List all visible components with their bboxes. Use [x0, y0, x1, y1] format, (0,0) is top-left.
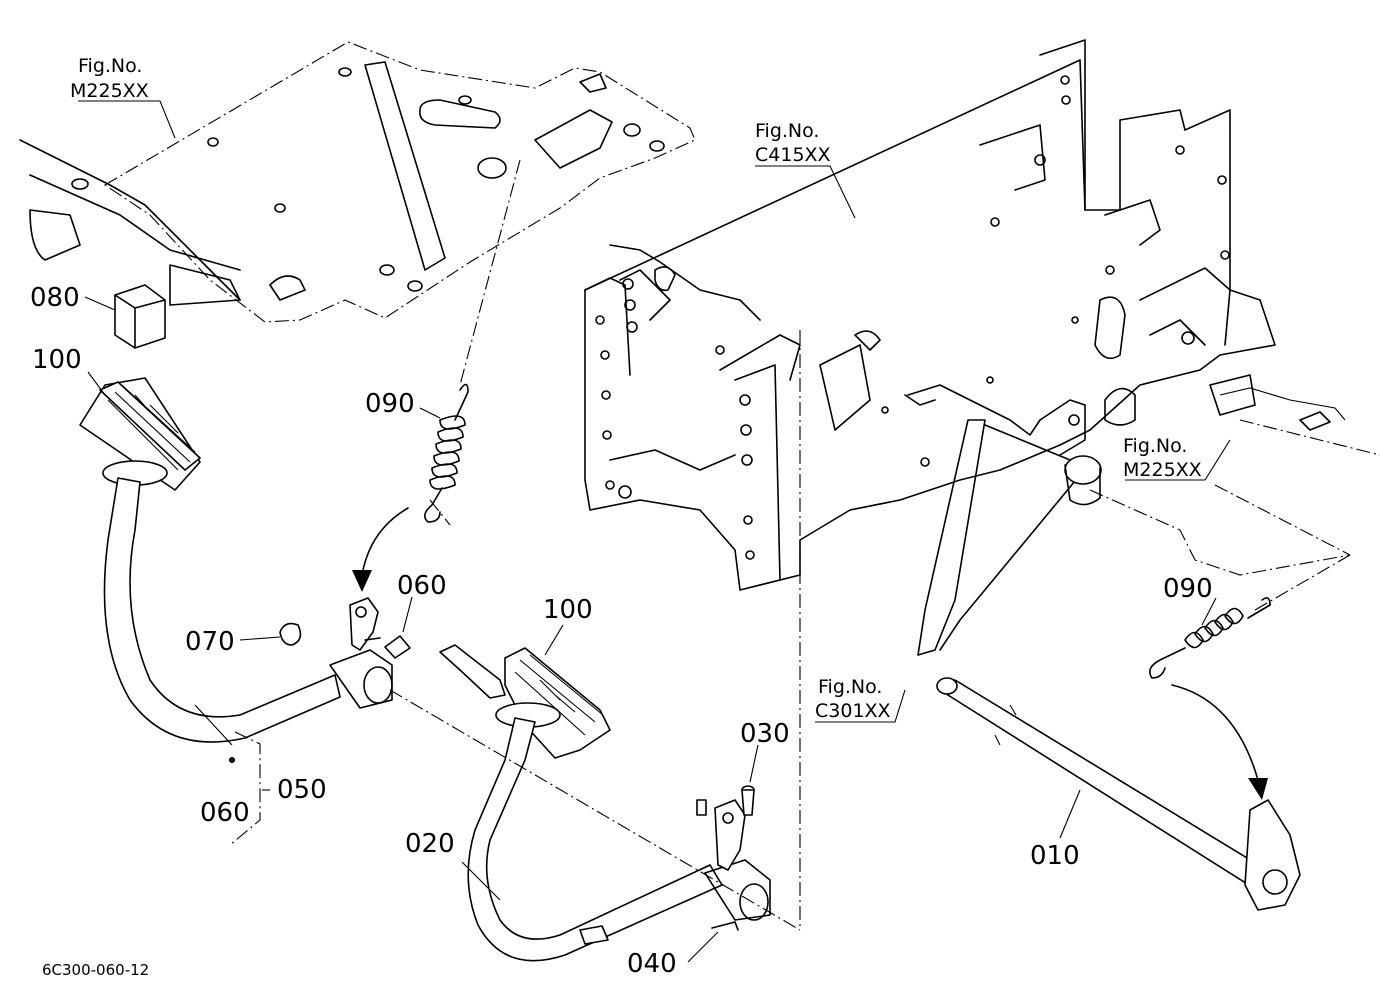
fig-ref-bottom-line1: Fig.No.	[818, 676, 882, 698]
callout-090-left: 090	[365, 389, 415, 419]
callout-090-right: 090	[1163, 574, 1213, 604]
callout-060-lower: 060	[200, 798, 250, 828]
fig-ref-top-left-line1: Fig.No.	[78, 55, 142, 77]
callout-labels: 080 100 090 060 070 060 050 100 030 020 …	[30, 283, 1213, 979]
drawing-number: 6C300-060-12	[42, 961, 149, 979]
callout-100-right: 100	[543, 595, 593, 625]
callout-050: 050	[277, 775, 327, 805]
fig-ref-right-line1: Fig.No.	[1123, 435, 1187, 457]
callout-070: 070	[185, 627, 235, 657]
fig-ref-right-line2: M225XX	[1123, 459, 1202, 481]
fig-ref-frame-line1: Fig.No.	[755, 120, 819, 142]
callout-040: 040	[627, 949, 677, 979]
right-pedal-assembly	[439, 644, 771, 962]
arrow-right	[1171, 684, 1268, 800]
rubber-pad-080	[114, 284, 166, 349]
callout-010: 010	[1030, 841, 1080, 871]
fig-ref-bottom-line2: C301XX	[815, 700, 891, 722]
main-frame	[584, 39, 1380, 591]
fig-ref-frame-line2: C415XX	[755, 144, 831, 166]
arrow-left	[352, 507, 409, 592]
spring-090-right	[1149, 597, 1271, 679]
left-pedal-assembly	[79, 377, 411, 743]
link-arm	[917, 419, 1102, 656]
pedal-shaft-010	[936, 677, 1301, 911]
callout-080: 080	[30, 283, 80, 313]
callout-100-left: 100	[32, 345, 82, 375]
callout-060-upper: 060	[397, 571, 447, 601]
callout-020: 020	[405, 829, 455, 859]
spring-090-left	[424, 383, 469, 523]
leader-lines	[78, 100, 1351, 963]
figure-references: Fig.No. M225XX Fig.No. C415XX Fig.No. M2…	[70, 55, 1202, 722]
callout-030: 030	[740, 719, 790, 749]
floor-plate	[19, 41, 696, 323]
fig-ref-top-left-line2: M225XX	[70, 80, 149, 102]
